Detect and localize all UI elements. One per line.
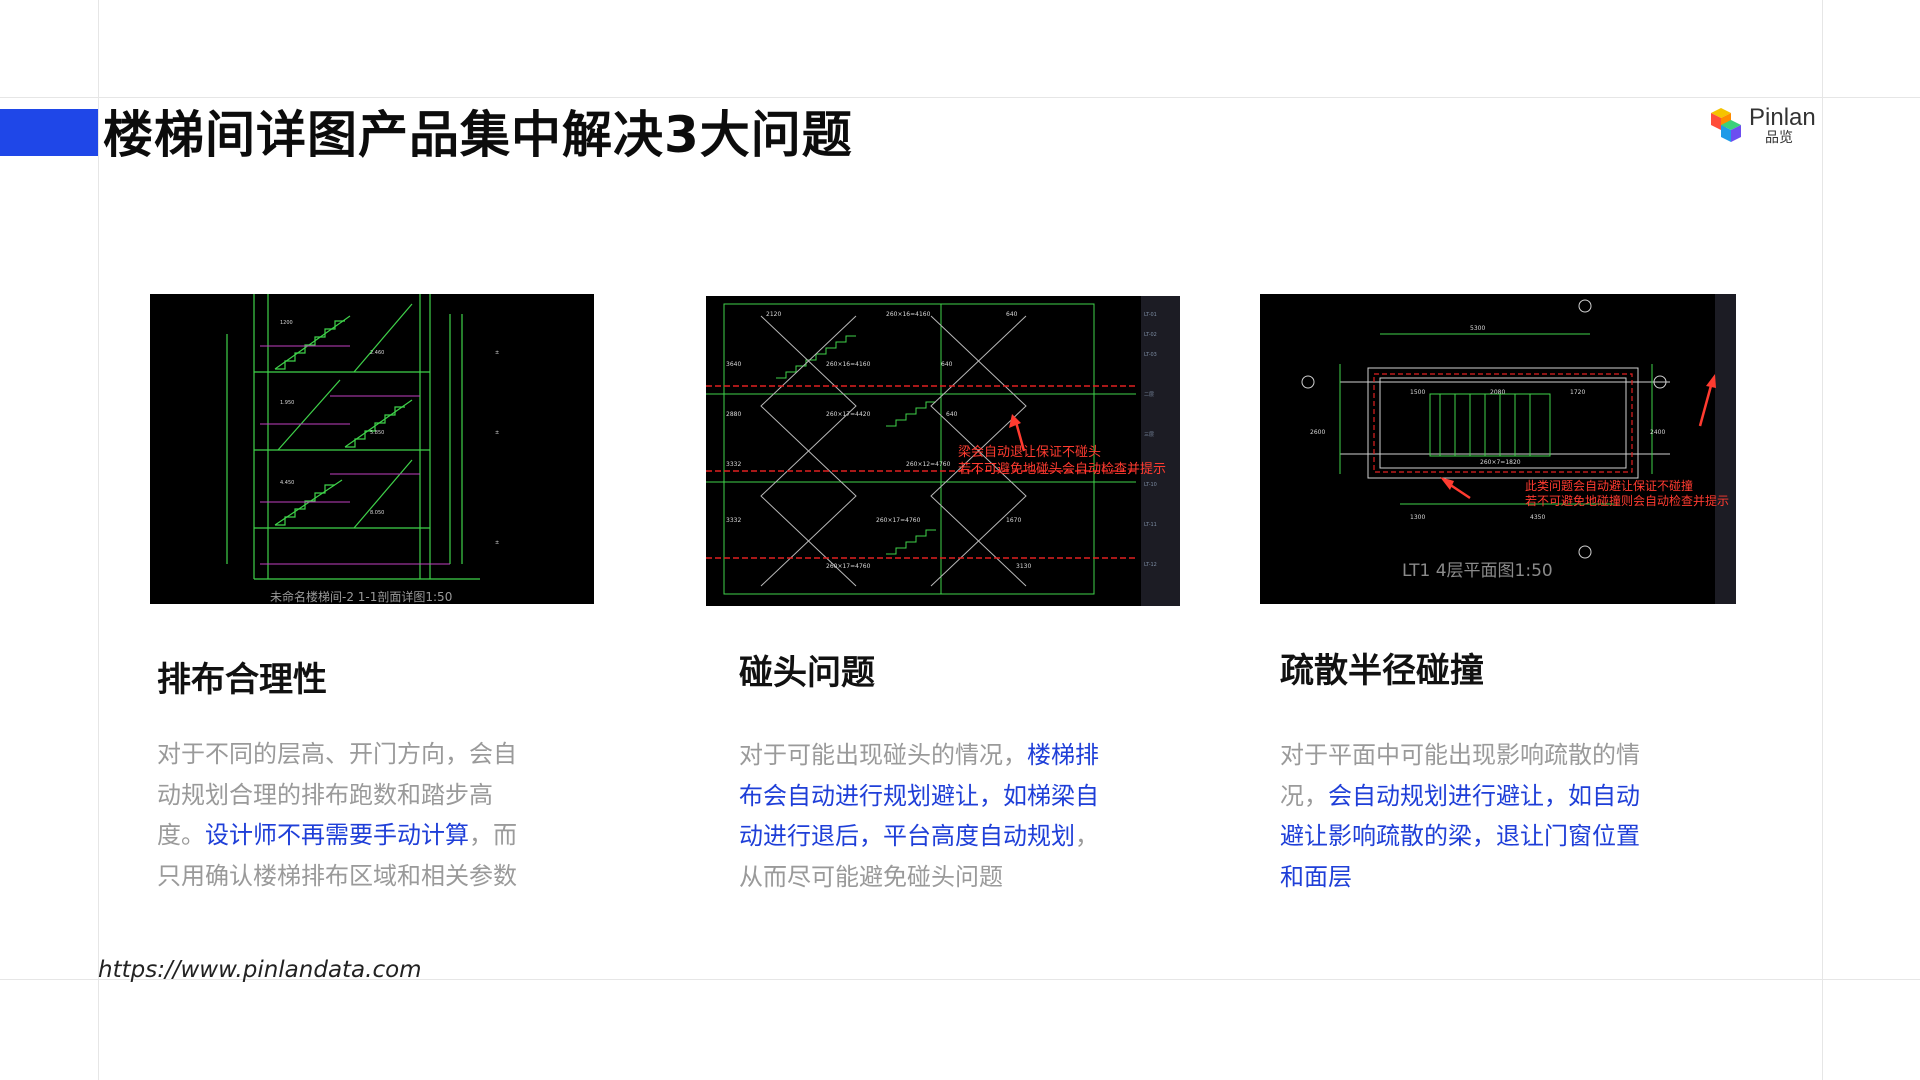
desc-text: 度。 [157, 821, 205, 849]
svg-text:±: ± [495, 430, 499, 436]
logo-wordmark: Pinlan [1749, 104, 1816, 131]
desc-text: ，而 [469, 821, 517, 849]
guide-line-top [0, 97, 1920, 98]
desc-line: 度。设计师不再需要手动计算，而 [157, 815, 617, 856]
svg-text:LT-01: LT-01 [1144, 312, 1157, 318]
stair-section-caption: 未命名楼梯间-2 1-1剖面详图1:50 [270, 589, 452, 604]
desc-line: 动规划合理的排布跑数和踏步高 [157, 775, 617, 816]
logo-cube-icon [1711, 108, 1741, 142]
desc-text: ， [1075, 822, 1099, 850]
evacuation-plan-caption: LT1 4层平面图1:50 [1402, 561, 1553, 581]
desc-text: 从而尽可能避免碰头问题 [739, 862, 1003, 891]
svg-text:2120: 2120 [766, 311, 781, 318]
card-desc-layout: 对于不同的层高、开门方向，会自动规划合理的排布跑数和踏步高度。设计师不再需要手动… [157, 734, 617, 896]
card-desc-evacuation: 对于平面中可能出现影响疏散的情况，会自动规划进行避让，如自动避让影响疏散的梁，退… [1280, 735, 1740, 897]
desc-text: 动规划合理的排布跑数和踏步高 [157, 780, 493, 809]
svg-text:1300: 1300 [1410, 514, 1425, 521]
svg-text:LT-02: LT-02 [1144, 332, 1157, 338]
svg-text:640: 640 [946, 411, 958, 418]
card-desc-head-clearance: 对于可能出现碰头的情况，楼梯排布会自动进行规划避让，如梯梁自动进行退后，平台高度… [739, 735, 1199, 897]
svg-text:LT-03: LT-03 [1144, 352, 1157, 358]
head-clearance-note-2: 若不可避免地碰头会自动检查并提示 [958, 461, 1166, 477]
card-title-head-clearance: 碰头问题 [739, 653, 875, 693]
svg-text:4.450: 4.450 [280, 480, 294, 486]
svg-text:260×17=4760: 260×17=4760 [876, 517, 921, 524]
svg-text:3640: 3640 [726, 361, 741, 368]
title-accent-bar [0, 109, 98, 156]
desc-line: 动进行退后，平台高度自动规划， [739, 816, 1199, 857]
svg-text:3332: 3332 [726, 517, 741, 524]
svg-text:2.460: 2.460 [370, 350, 384, 356]
head-clearance-note-1: 梁会自动退让保证不碰头 [958, 445, 1101, 460]
desc-line: 和面层 [1280, 857, 1740, 898]
desc-text: 对于可能出现碰头的情况， [739, 741, 1027, 769]
desc-line: 从而尽可能避免碰头问题 [739, 857, 1199, 898]
desc-highlight-text: 动进行退后，平台高度自动规划 [739, 822, 1075, 850]
desc-line: 对于平面中可能出现影响疏散的情 [1280, 735, 1740, 776]
svg-text:±: ± [495, 540, 499, 546]
svg-text:LT-11: LT-11 [1144, 522, 1157, 528]
desc-text: 对于平面中可能出现影响疏散的情 [1280, 741, 1640, 769]
svg-text:4350: 4350 [1530, 514, 1545, 521]
svg-text:2600: 2600 [1310, 429, 1325, 436]
desc-text: 况， [1280, 781, 1328, 810]
svg-text:260×16=4160: 260×16=4160 [886, 311, 931, 318]
svg-text:2400: 2400 [1650, 429, 1665, 436]
svg-text:1.950: 1.950 [280, 400, 294, 406]
desc-highlight-text: 楼梯排 [1027, 741, 1099, 769]
desc-text: 对于不同的层高、开门方向，会自 [157, 740, 517, 768]
svg-text:±: ± [495, 350, 499, 356]
svg-text:3332: 3332 [726, 461, 741, 468]
footer-url: https://www.pinlandata.com [98, 957, 422, 983]
desc-highlight-text: 设计师不再需要手动计算 [205, 821, 469, 849]
card-title-layout: 排布合理性 [157, 660, 327, 700]
svg-text:260×12=4760: 260×12=4760 [906, 461, 951, 468]
svg-text:260×16=4160: 260×16=4160 [826, 361, 871, 368]
desc-line: 只用确认楼梯排布区域和相关参数 [157, 856, 617, 897]
pinlan-logo: Pinlan 品览 [1707, 104, 1816, 150]
svg-text:三层: 三层 [1144, 432, 1154, 438]
svg-text:640: 640 [941, 361, 953, 368]
guide-line-bottom [0, 979, 1920, 980]
desc-line: 况，会自动规划进行避让，如自动 [1280, 776, 1740, 817]
svg-text:3130: 3130 [1016, 563, 1031, 570]
svg-text:2880: 2880 [726, 411, 741, 418]
svg-text:2080: 2080 [1490, 389, 1505, 396]
evacuation-note-1: 此类问题会自动避让保证不碰撞 [1525, 478, 1693, 493]
page-title: 楼梯间详图产品集中解决3大问题 [103, 106, 853, 164]
guide-line-right [1822, 0, 1823, 1080]
svg-text:8.050: 8.050 [370, 510, 384, 516]
svg-text:二层: 二层 [1144, 392, 1154, 398]
desc-highlight-text: 布会自动进行规划避让，如梯梁自 [739, 781, 1099, 810]
desc-line: 对于不同的层高、开门方向，会自 [157, 734, 617, 775]
stair-section-screenshot: 1200 2.460 1.950 5.850 4.450 8.050 ± ± ± 未命名楼… [150, 294, 594, 604]
guide-line-left [98, 0, 99, 1080]
svg-text:260×17=4420: 260×17=4420 [826, 411, 871, 418]
desc-highlight-text: 和面层 [1280, 862, 1352, 891]
svg-text:1720: 1720 [1570, 389, 1585, 396]
desc-line: 对于可能出现碰头的情况，楼梯排 [739, 735, 1199, 776]
svg-text:1200: 1200 [280, 320, 293, 326]
svg-text:LT-12: LT-12 [1144, 562, 1157, 568]
svg-text:1500: 1500 [1410, 389, 1425, 396]
svg-text:5300: 5300 [1470, 325, 1485, 332]
svg-text:5.850: 5.850 [370, 430, 384, 436]
desc-highlight-text: 避让影响疏散的梁，退让门窗位置 [1280, 822, 1640, 850]
evacuation-note-2: 若不可避免地碰撞则会自动检查并提示 [1525, 493, 1729, 508]
svg-text:1670: 1670 [1006, 517, 1021, 524]
svg-text:260×7=1820: 260×7=1820 [1480, 459, 1521, 466]
desc-line: 布会自动进行规划避让，如梯梁自 [739, 776, 1199, 817]
desc-highlight-text: 会自动规划进行避让，如自动 [1328, 781, 1640, 810]
desc-text: 只用确认楼梯排布区域和相关参数 [157, 861, 517, 890]
desc-line: 避让影响疏散的梁，退让门窗位置 [1280, 816, 1740, 857]
svg-text:260×17=4760: 260×17=4760 [826, 563, 871, 570]
card-title-evacuation: 疏散半径碰撞 [1280, 651, 1484, 691]
logo-subtitle: 品览 [1765, 130, 1793, 146]
svg-text:640: 640 [1006, 311, 1018, 318]
evacuation-plan-screenshot: 5300 1500 2080 1720 2600 2400 1300 4350 260×7=… [1260, 294, 1736, 604]
svg-text:LT-10: LT-10 [1144, 482, 1157, 488]
